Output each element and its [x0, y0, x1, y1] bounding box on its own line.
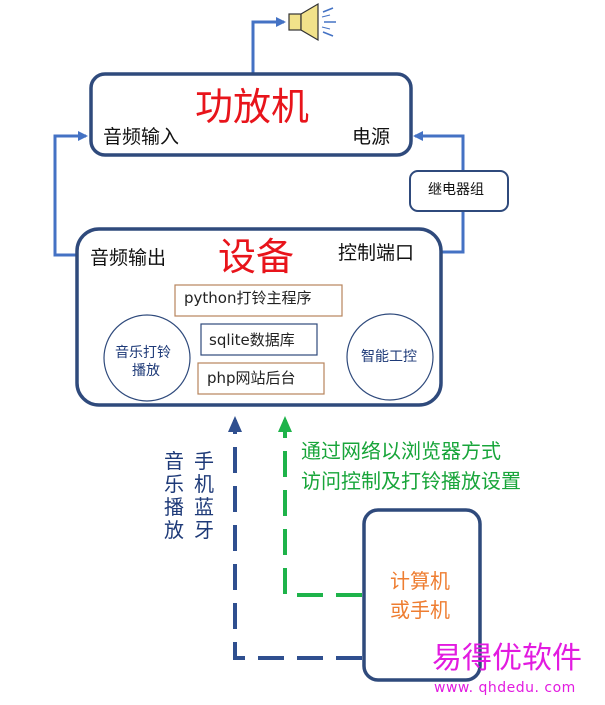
client-box [362, 508, 482, 682]
bluetooth-label-column-1: 音乐播放 [164, 449, 184, 542]
sqlite-db-box [200, 323, 318, 356]
device-control-port-label: 控制端口 [338, 242, 415, 264]
device-audio-out-label: 音频输出 [90, 247, 167, 269]
amplifier-audio-in-label: 音频输入 [103, 126, 180, 148]
python-program-label: python打铃主程序 [184, 289, 312, 307]
amplifier-box [89, 72, 413, 157]
music-ring-label-line2: 播放 [132, 363, 160, 379]
amp-to-speaker-arrow [251, 17, 286, 76]
device-title: 设备 [218, 235, 295, 279]
network-note-line2: 访问控制及打铃播放设置 [301, 469, 521, 493]
amplifier-power-label: 电源 [352, 126, 391, 148]
watermark-url: www. qhdedu. com [434, 680, 576, 696]
php-backend-box [197, 362, 325, 395]
music-ring-label-line1: 音乐打铃 [115, 345, 171, 361]
bluetooth-label-column-2: 手机蓝牙 [194, 449, 214, 542]
music-ring-circle [103, 314, 191, 402]
client-label-line1: 计算机 [390, 569, 450, 593]
industrial-pc-circle [346, 313, 434, 401]
amplifier-title: 功放机 [195, 85, 310, 129]
audio-signal-arrow [53, 131, 88, 257]
network-note-line1: 通过网络以浏览器方式 [301, 439, 501, 463]
bluetooth-dashed-arrow [228, 416, 362, 660]
sqlite-db-label: sqlite数据库 [209, 331, 295, 349]
relay-to-power-arrow [413, 131, 465, 173]
relay-label: 继电器组 [428, 182, 484, 198]
watermark-brand: 易得优软件 [432, 641, 582, 676]
network-dashed-arrow [278, 416, 362, 597]
industrial-pc-label: 智能工控 [361, 349, 417, 365]
php-backend-label: php网站后台 [207, 369, 296, 387]
relay-box [409, 170, 509, 212]
python-program-box [174, 284, 343, 317]
speaker-icon [288, 2, 336, 42]
client-label-line2: 或手机 [390, 598, 450, 622]
